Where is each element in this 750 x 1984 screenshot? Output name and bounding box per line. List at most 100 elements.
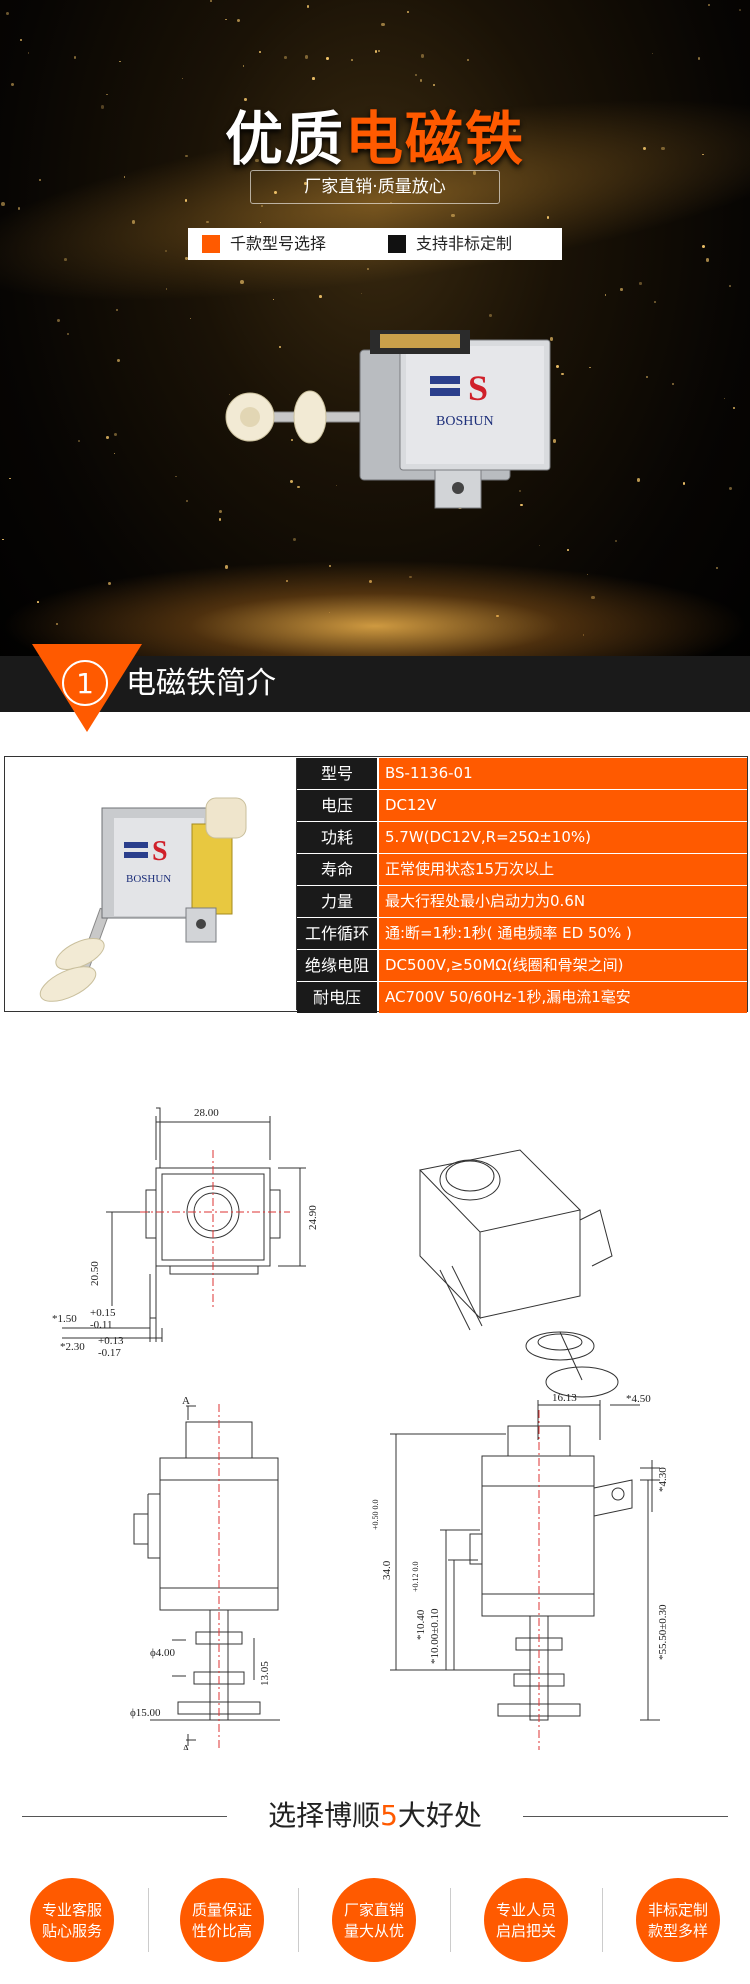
- dim-body-height: 34.0: [381, 1560, 393, 1580]
- advantage-line2: 启启把关: [495, 1922, 556, 1940]
- sparkle-dot: [546, 216, 550, 219]
- sparkle-dot: [218, 518, 222, 522]
- advantage-line2: 性价比高: [191, 1922, 252, 1940]
- hero-title-white: 优质: [224, 105, 345, 173]
- sparkle-dot: [254, 158, 259, 163]
- sparkle-dot: [123, 176, 126, 178]
- spec-key: 耐电压: [297, 982, 377, 1013]
- svg-text:S: S: [468, 368, 488, 408]
- advantage-service: 专业客服 贴心服务: [30, 1878, 114, 1962]
- sparkle-dot: [549, 337, 554, 341]
- sparkle-dot: [119, 60, 121, 62]
- sparkle-dot: [236, 18, 240, 22]
- sparkle-dot: [229, 393, 231, 395]
- sparkle-dot: [561, 372, 564, 376]
- spec-value: DC12V: [379, 790, 747, 821]
- sparkle-dot: [360, 293, 362, 295]
- sparkle-dot: [728, 486, 732, 491]
- spec-key: 功耗: [297, 822, 377, 853]
- dim-width: 28.00: [194, 1107, 219, 1119]
- sparkle-dot: [73, 56, 77, 60]
- hero-banner: 优质电磁铁 厂家直销·质量放心 千款型号选择 支持非标定制: [0, 0, 750, 712]
- sparkle-dot: [489, 314, 492, 318]
- sparkle-dot: [380, 22, 385, 27]
- sparkle-dot: [291, 438, 293, 441]
- sparkle-dot: [17, 207, 21, 210]
- sparkle-dot: [2, 538, 4, 541]
- sparkle-dot: [224, 18, 227, 21]
- sparkle-dot: [364, 147, 368, 151]
- sparkle-dot: [210, 0, 213, 3]
- technical-drawings: 28.00 24.90 20.50 *1.50 +0.15 -0.11 *2.3…: [52, 1107, 669, 1750]
- sparkle-dot: [374, 50, 378, 53]
- sparkle-dot: [185, 257, 188, 260]
- sparkle-dot: [185, 500, 189, 503]
- sparkle-dot: [116, 358, 120, 362]
- isometric-drawing: [419, 1149, 619, 1398]
- sparkle-dot: [512, 128, 517, 133]
- heading-line-left: [22, 1816, 227, 1817]
- hero-title-orange: 电磁铁: [345, 105, 526, 173]
- dim-plunger2: *10.00±0.10: [429, 1608, 441, 1664]
- sparkle-dot: [244, 98, 248, 101]
- dim-plunger1-tol: +0.12 0.0: [411, 1561, 420, 1592]
- sparkle-dot: [20, 38, 23, 41]
- spec-row-withstand-voltage: 耐电压 AC700V 50/60Hz-1秒,漏电流1毫安: [297, 982, 747, 1013]
- advantage-direct-sale: 厂家直销 量大从优: [332, 1878, 416, 1962]
- hero-subtitle-box: 厂家直销·质量放心: [250, 170, 500, 204]
- sparkle-dot: [181, 78, 183, 80]
- sparkle-dot: [636, 478, 641, 483]
- section-title: 电磁铁简介: [126, 666, 276, 701]
- dim-body-tol: +0.50 0.0: [371, 1499, 380, 1530]
- sparkle-dot: [661, 146, 666, 151]
- sparkle-dot: [420, 54, 425, 59]
- hero-tag-label: 支持非标定制: [416, 234, 513, 253]
- sparkle-dot: [38, 178, 41, 182]
- spec-row-insulation: 绝缘电阻 DC500V,≥50MΩ(线圈和骨架之间): [297, 950, 747, 981]
- sparkle-dot: [377, 50, 380, 53]
- dim-top-width: 16.13: [552, 1392, 577, 1404]
- spec-row-force: 力量 最大行程处最小启动力为0.6N: [297, 886, 747, 917]
- svg-text:S: S: [152, 836, 168, 867]
- sparkle-dot: [326, 57, 330, 60]
- advantage-separator: [450, 1888, 451, 1952]
- dim-hole: *4.50: [626, 1393, 651, 1405]
- advantage-customization: 非标定制 款型多样: [636, 1878, 720, 1962]
- sparkle-dot: [297, 485, 301, 489]
- sparkle-dot: [645, 375, 648, 379]
- dim-total: *55.50±0.30: [657, 1604, 669, 1660]
- dim-tab1-tol-plus: +0.15: [90, 1307, 116, 1319]
- spec-value: 通:断=1秒:1秒( 通电频率 ED 50% ): [379, 918, 747, 949]
- sparkle-dot: [9, 477, 11, 480]
- sparkle-dot: [304, 55, 309, 59]
- spec-key: 寿命: [297, 854, 377, 885]
- sparkle-dot: [639, 282, 642, 285]
- advantages-title-num: 5: [380, 1799, 398, 1832]
- advantage-line2: 款型多样: [647, 1922, 708, 1940]
- sparkle-dot: [450, 213, 455, 218]
- sparkle-dot: [732, 406, 736, 410]
- sparkle-dot: [518, 490, 521, 493]
- hero-solenoid-image: S BOSHUN: [225, 330, 551, 509]
- sparkle-dot: [702, 153, 704, 156]
- sparkle-dot: [63, 258, 67, 262]
- sparkle-dot: [184, 199, 187, 202]
- sparkle-dot: [705, 258, 710, 262]
- spec-row-duty-cycle: 工作循环 通:断=1秒:1秒( 通电频率 ED 50% ): [297, 918, 747, 949]
- advantage-quality: 质量保证 性价比高: [180, 1878, 264, 1962]
- spec-row-lifetime: 寿命 正常使用状态15万次以上: [297, 854, 747, 885]
- sparkle-dot: [539, 544, 541, 547]
- sparkle-dot: [165, 249, 168, 252]
- sparkle-dot: [273, 298, 275, 300]
- sparkle-dot: [701, 244, 706, 249]
- dim-tab2: *2.30: [60, 1341, 85, 1353]
- spec-table: S BOSHUN 型号 BS-1136-01 电压 DC12V 功耗 5.7W(…: [4, 756, 748, 1013]
- sparkle-dot: [643, 147, 647, 151]
- hero-subtitle: 厂家直销·质量放心: [250, 170, 500, 204]
- sparkle-dot: [350, 59, 353, 61]
- sparkle-dot: [56, 319, 60, 323]
- sparkle-dot: [335, 484, 337, 486]
- sparkle-dot: [604, 294, 607, 297]
- section-view-drawing: [390, 1400, 660, 1721]
- sparkle-dot: [165, 288, 168, 290]
